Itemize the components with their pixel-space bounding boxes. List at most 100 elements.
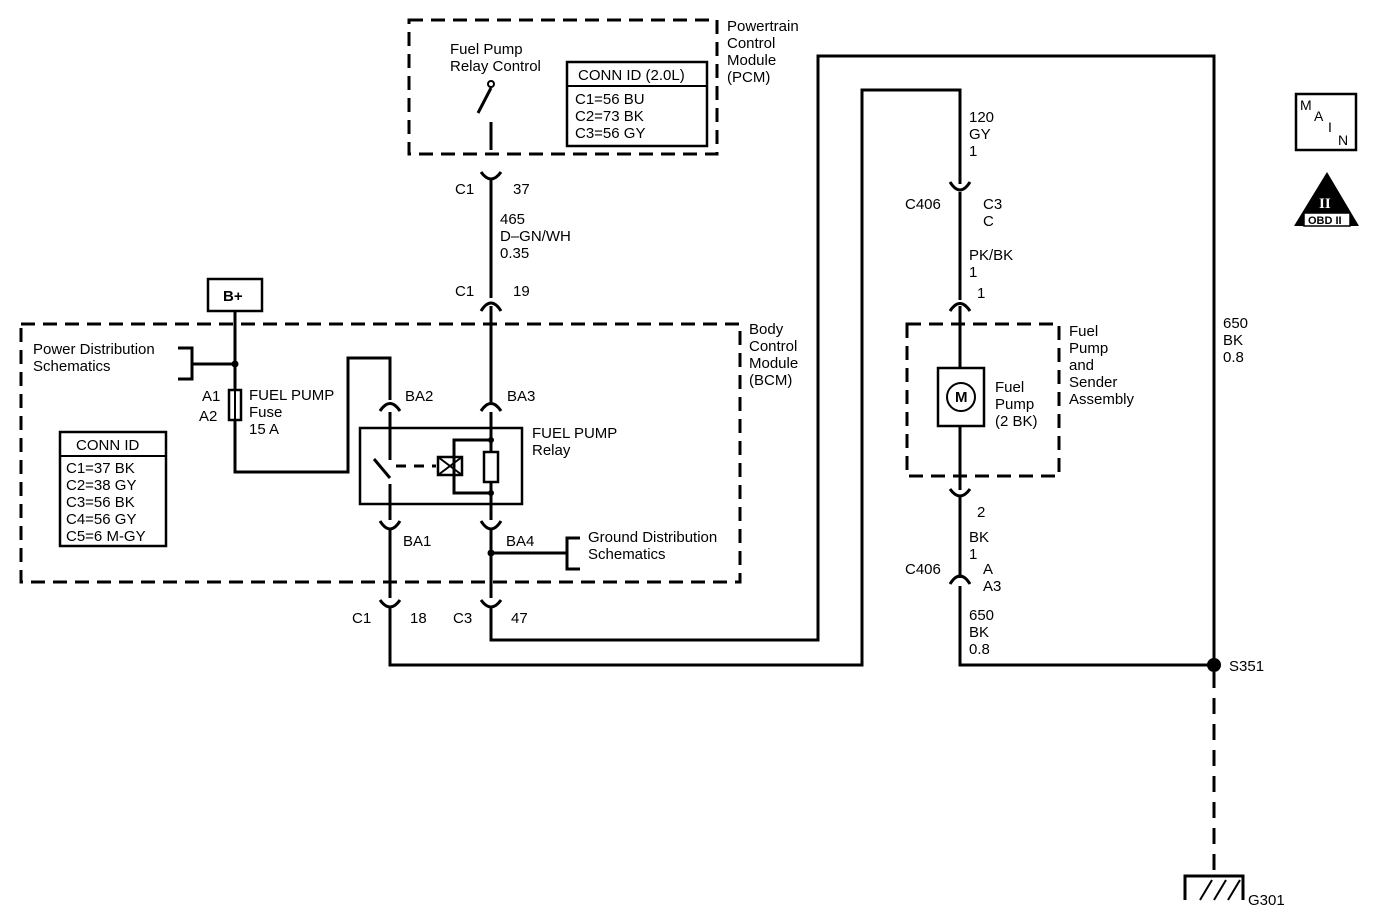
connector-label: C1 <box>352 610 371 627</box>
fuel-pump-sender-assembly: Fuel Pump and Sender Assembly M Fuel Pum… <box>905 306 1135 490</box>
assembly-dashed-boundary <box>905 322 1061 478</box>
wire-120-label: 120 GY 1 <box>969 109 994 160</box>
badge-letter: I <box>1328 119 1332 135</box>
pin-label: 19 <box>513 283 530 300</box>
wire-bk-label: BK 1 <box>969 529 989 563</box>
wire-color: PK/BK <box>969 247 1013 264</box>
connector-c406-bottom: C406 A A3 <box>905 561 1001 595</box>
assembly-name: Sender <box>1069 374 1117 391</box>
wire-size: 0.35 <box>500 245 529 262</box>
wire-circuit: 465 <box>500 211 525 228</box>
wire-ground-return <box>489 54 1216 665</box>
pin-label: A <box>983 561 993 578</box>
ground-g301: G301 <box>1183 874 1285 909</box>
wire-color: BK <box>969 624 989 641</box>
power-distribution-reference: Power Distribution Schematics <box>33 341 239 381</box>
assembly-name: Fuel <box>1069 323 1098 340</box>
relay-type: Relay <box>532 442 571 459</box>
relay-body <box>358 426 524 506</box>
pcm-connector-id-table: CONN ID (2.0L) C1=56 BU C2=73 BK C3=56 G… <box>565 60 709 148</box>
terminal-ba2: BA2 <box>378 388 433 412</box>
fuel-pump-fuse: A1 A2 FUEL PUMP Fuse 15 A <box>199 387 334 438</box>
pin-label: C3 <box>983 196 1002 213</box>
battery-label: B+ <box>223 288 243 305</box>
pcm-relay-control-line-1: Fuel Pump <box>450 41 523 58</box>
splice-s351: S351 <box>1207 658 1264 675</box>
pcm-conn-row: C1=56 BU <box>575 91 645 108</box>
wire-650-pump-ground <box>958 586 1214 667</box>
wire-circuit: 650 <box>1223 315 1248 332</box>
pcm-module: Powertrain Control Module (PCM) Fuel Pum… <box>407 18 799 156</box>
ground-distribution-reference: Ground Distribution Schematics <box>491 529 717 571</box>
assembly-name: Assembly <box>1069 391 1135 408</box>
terminal-label: BA2 <box>405 388 433 405</box>
pcm-name-line-3: Module <box>727 52 776 69</box>
pin-label: A3 <box>983 578 1001 595</box>
relay-resistor <box>482 450 500 484</box>
relay-name: FUEL PUMP <box>532 425 617 442</box>
obd-text: OBD II <box>1308 215 1342 227</box>
connector-label: C406 <box>905 196 941 213</box>
bcm-conn-row: C1=37 BK <box>66 460 135 477</box>
bcm-conn-row: C2=38 GY <box>66 477 136 494</box>
bcm-dashed-boundary <box>19 322 742 584</box>
terminal-label: BA1 <box>403 533 431 550</box>
wire-size: 1 <box>969 546 977 563</box>
bcm-name-line-4: (BCM) <box>749 372 792 389</box>
obd-ii-icon: II OBD II <box>1294 172 1359 227</box>
pin-label: 47 <box>511 610 528 627</box>
fuse-type: Fuse <box>249 404 282 421</box>
power-splice-dot <box>231 360 239 368</box>
connector-pump-pin-1: 1 <box>948 285 985 312</box>
connector-bcm-c1-18: C1 18 <box>352 599 427 627</box>
terminal-label: BA4 <box>506 533 534 550</box>
pcm-conn-title: CONN ID (2.0L) <box>578 67 685 84</box>
pcm-relay-control-line-2: Relay Control <box>450 58 541 75</box>
wire-color: BK <box>1223 332 1243 349</box>
pcm-conn-row: C2=73 BK <box>575 108 644 125</box>
pin-label: C <box>983 213 994 230</box>
assembly-name: Pump <box>1069 340 1108 357</box>
wire-circuit: 120 <box>969 109 994 126</box>
fuse-rating: 15 A <box>249 421 279 438</box>
connector-label: C1 <box>455 181 474 198</box>
pump-label: (2 BK) <box>995 413 1038 430</box>
ground-label: G301 <box>1248 892 1285 909</box>
pcm-name-line-2: Control <box>727 35 775 52</box>
relay-coil <box>436 455 464 477</box>
bcm-connector-id-table: CONN ID C1=37 BK C2=38 GY C3=56 BK C4=56… <box>58 430 168 548</box>
bcm-name-line-2: Control <box>749 338 797 355</box>
wire-650-return-label: 650 BK 0.8 <box>1223 315 1248 366</box>
bcm-name-line-3: Module <box>749 355 798 372</box>
bcm-conn-row: C4=56 GY <box>66 511 136 528</box>
splice-label: S351 <box>1229 658 1264 675</box>
pcm-relay-control-switch <box>476 80 495 150</box>
wire-650-pump-label: 650 BK 0.8 <box>969 607 994 658</box>
fuse-pin-label: A2 <box>199 408 217 425</box>
connector-label: C3 <box>453 610 472 627</box>
connector-pcm-c1: C1 37 <box>455 171 530 198</box>
wire-color: D–GN/WH <box>500 228 571 245</box>
main-menu-badge[interactable]: M A I N <box>1294 92 1358 152</box>
pump-label: Fuel <box>995 379 1024 396</box>
connector-label: C406 <box>905 561 941 578</box>
terminal-ba1: BA1 <box>378 520 431 550</box>
bcm-module: Body Control Module (BCM) Power Distribu… <box>19 306 798 584</box>
ref-text: Ground Distribution <box>588 529 717 546</box>
pin-label: 37 <box>513 181 530 198</box>
pin-label: 2 <box>977 504 985 521</box>
wire-color: GY <box>969 126 991 143</box>
fuse-pin-label: A1 <box>202 388 220 405</box>
wire-pump-feed <box>388 88 962 667</box>
terminal-ba3: BA3 <box>479 388 535 412</box>
wire-size: 1 <box>969 264 977 281</box>
badge-letter: N <box>1338 132 1348 148</box>
battery-positive-box: B+ <box>206 277 264 313</box>
ref-text: Schematics <box>33 358 111 375</box>
badge-letter: A <box>1314 108 1324 124</box>
motor-symbol: M <box>955 389 968 406</box>
bcm-conn-row: C3=56 BK <box>66 494 135 511</box>
bcm-conn-title: CONN ID <box>76 437 140 454</box>
connector-bcm-c3-47: C3 47 <box>453 599 528 627</box>
pump-label: Pump <box>995 396 1034 413</box>
